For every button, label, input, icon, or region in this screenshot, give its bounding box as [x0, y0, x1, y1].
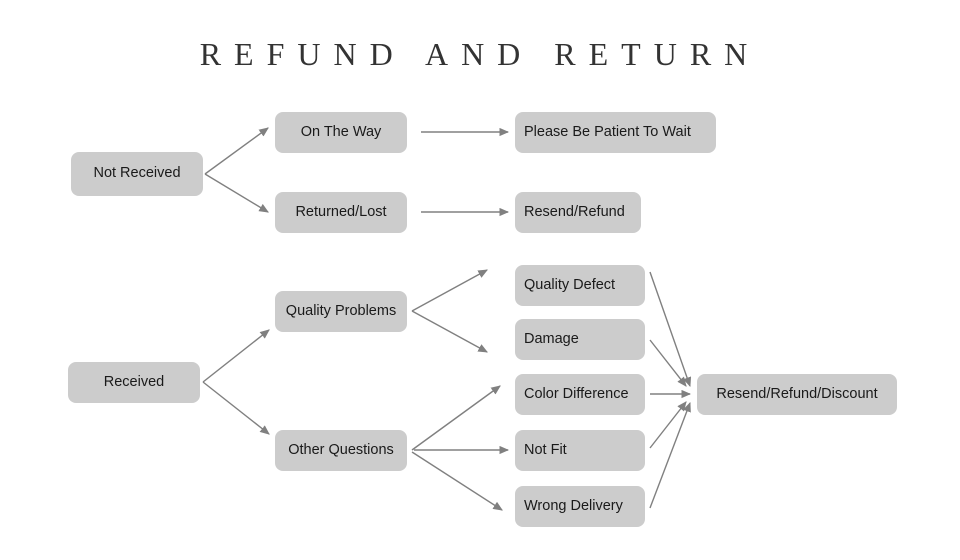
edge-other-questions-to-color-difference [411, 385, 501, 451]
node-label: Please Be Patient To Wait [524, 123, 691, 140]
node-label: Quality Problems [285, 302, 397, 319]
edge-quality-defect-to-final [649, 271, 692, 388]
node-label: Quality Defect [524, 276, 616, 293]
edge-damage-to-final [649, 339, 687, 387]
node-label: Resend/Refund/Discount [716, 385, 878, 402]
node-label: Other Questions [288, 441, 394, 458]
node-returned-lost[interactable]: Returned/Lost [275, 192, 407, 233]
edge-quality-problems-to-quality-defect [411, 269, 488, 312]
node-label: Resend/Refund [524, 203, 625, 220]
edge-not-fit-to-final [649, 401, 687, 449]
node-resend-refund[interactable]: Resend/Refund [515, 192, 641, 233]
node-label: Wrong Delivery [524, 497, 623, 514]
node-received[interactable]: Received [68, 362, 200, 403]
node-label: Not Fit [524, 441, 567, 458]
node-label: Damage [524, 330, 579, 347]
edge-wrong-delivery-to-final [649, 401, 691, 509]
edge-received-to-quality-problems [202, 329, 270, 383]
node-quality-defect[interactable]: Quality Defect [515, 265, 645, 306]
node-not-fit[interactable]: Not Fit [515, 430, 645, 471]
node-label: Not Received [93, 165, 181, 182]
node-please-be-patient[interactable]: Please Be Patient To Wait [515, 112, 716, 153]
node-on-the-way[interactable]: On The Way [275, 112, 407, 153]
edge-not-received-to-returned-lost [204, 173, 269, 213]
node-quality-problems[interactable]: Quality Problems [275, 291, 407, 332]
edge-quality-problems-to-damage [411, 310, 488, 353]
node-label: Received [103, 373, 165, 390]
node-label: Color Difference [524, 385, 629, 402]
edge-other-questions-to-wrong-delivery [411, 451, 503, 511]
node-color-difference[interactable]: Color Difference [515, 374, 645, 415]
node-label: On The Way [300, 123, 382, 140]
node-label: Returned/Lost [295, 203, 387, 220]
edge-received-to-other-questions [202, 381, 270, 435]
node-damage[interactable]: Damage [515, 319, 645, 360]
edge-not-received-to-on-the-way [204, 127, 269, 175]
node-other-questions[interactable]: Other Questions [275, 430, 407, 471]
node-wrong-delivery[interactable]: Wrong Delivery [515, 486, 645, 527]
page-title: REFUND AND RETURN [199, 36, 761, 72]
node-not-received[interactable]: Not Received [71, 152, 203, 196]
node-resend-refund-discount[interactable]: Resend/Refund/Discount [697, 374, 897, 415]
